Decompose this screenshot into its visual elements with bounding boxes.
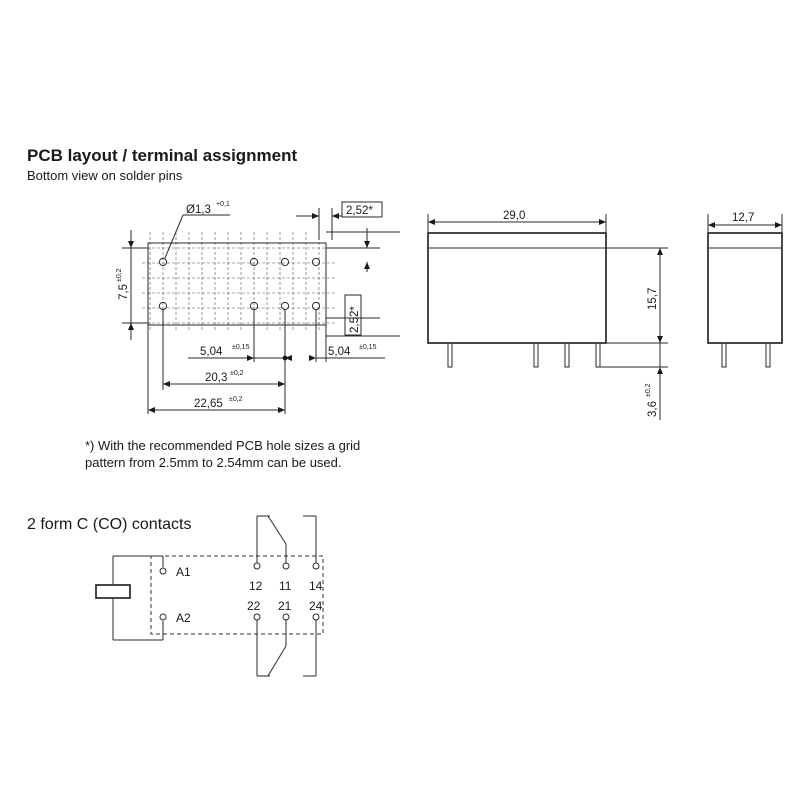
pin-24: 24: [309, 599, 323, 613]
span-inner-tol: ±0,2: [230, 370, 244, 377]
grid-note: *) With the recommended PCB hole sizes a…: [85, 437, 360, 471]
depth-label: 12,7: [732, 212, 754, 224]
height-label: 15,7: [647, 288, 659, 310]
terminal-a2: [159, 613, 167, 621]
grid-top-box: [341, 201, 383, 218]
pin-21: 21: [278, 599, 292, 613]
terminal-a1: [159, 567, 167, 575]
pitch-right-tol: ±0,15: [359, 344, 377, 351]
grid-side-label: 2,52*: [349, 306, 361, 333]
length-label: 29,0: [503, 210, 525, 222]
width-tol: ±0,2: [116, 268, 123, 282]
hole-leader: [164, 214, 184, 259]
contacts-schematic: A1 A2 12 11 14 22 21 24: [95, 515, 324, 677]
terminal-21: [282, 613, 290, 621]
label-a1: A1: [176, 565, 191, 579]
span-outer-label: 22,65: [194, 398, 223, 410]
grid-top-label: 2,52*: [346, 205, 373, 217]
pin-len-label: 3,6: [647, 401, 659, 417]
relay-body-front: [427, 232, 607, 344]
grid-note-line-2: pattern from 2.5mm to 2.54mm can be used…: [85, 455, 342, 470]
switch-blade-1: [267, 515, 287, 545]
relay-housing-outline: [150, 555, 324, 635]
span-outer-tol: ±0,2: [229, 396, 243, 403]
pin-12: 12: [249, 579, 263, 593]
coil-symbol: [95, 584, 131, 599]
width-label: 7,5: [118, 284, 130, 300]
pitch-left-tol: ±0,15: [232, 344, 250, 351]
label-a2: A2: [176, 611, 191, 625]
section-subtitle: Bottom view on solder pins: [27, 168, 183, 183]
pin-len-tol: ±0,2: [645, 383, 652, 397]
switch-blade-2: [267, 645, 287, 677]
pcb-holes: [158, 257, 321, 311]
pcb-grid: [142, 232, 335, 330]
grid-note-line-1: *) With the recommended PCB hole sizes a…: [85, 438, 361, 453]
contacts-title: 2 form C (CO) contacts: [27, 516, 192, 533]
terminal-14: [312, 562, 320, 570]
pitch-left-label: 5,04: [200, 346, 223, 358]
pin-14: 14: [309, 579, 323, 593]
pin-11: 11: [279, 579, 292, 593]
hole-dia-label: Ø1,3: [186, 204, 211, 216]
relay-body-end: [707, 232, 783, 344]
pin-22: 22: [247, 599, 261, 613]
terminal-11: [282, 562, 290, 570]
section-title: PCB layout / terminal assignment: [27, 146, 298, 165]
terminal-24: [312, 613, 320, 621]
pcb-outline: [147, 242, 327, 326]
pitch-right-label: 5,04: [328, 346, 351, 358]
span-inner-label: 20,3: [205, 372, 227, 384]
relay-end-view: 12,7: [707, 212, 783, 368]
terminal-12: [253, 562, 261, 570]
relay-side-view: 29,0 15,7 3,6 ±0,2: [427, 210, 668, 420]
pcb-layout: Ø1,3 +0,1 2,52* 2,52* 7,5 ±0,2: [116, 201, 400, 414]
terminal-22: [253, 613, 261, 621]
grid-side-box: [344, 294, 362, 336]
hole-dia-tol: +0,1: [216, 201, 230, 208]
